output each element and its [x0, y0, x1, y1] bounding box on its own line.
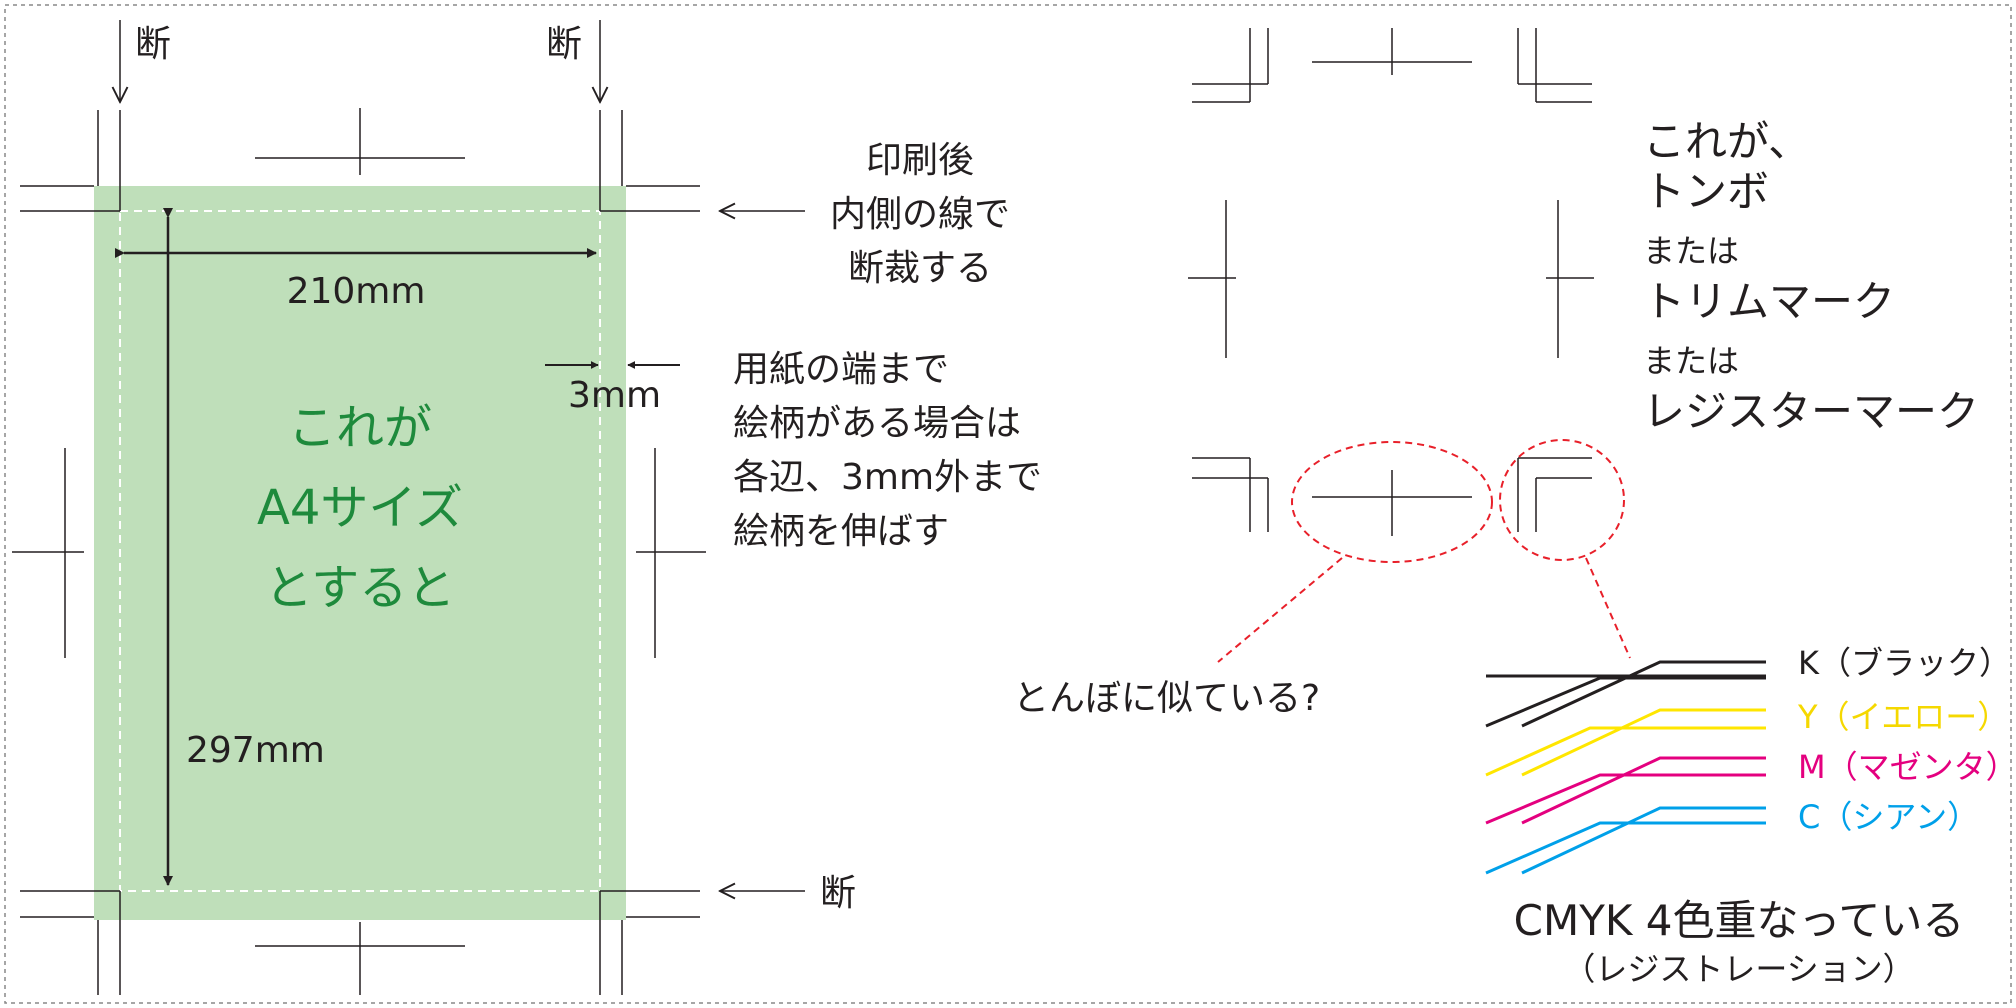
bleed-area	[94, 186, 626, 920]
tombo-name-line-5: または	[1643, 342, 1739, 380]
cut-marker-top-left: 断	[135, 24, 171, 65]
note-trim-line-3: 断裁する	[848, 248, 992, 289]
note-bleed-line-2: 絵柄がある場合は	[733, 403, 1021, 444]
width-dimension: 210mm	[115, 248, 597, 312]
note-trim-line-2: 内側の線で	[830, 194, 1010, 235]
tombo-name-line-2: トンボ	[1643, 167, 1769, 216]
plate-label-k: K（ブラック）	[1798, 644, 2011, 682]
tombo-name-line-4: トリムマーク	[1643, 277, 1895, 326]
note-bleed: 用紙の端まで 絵柄がある場合は 各辺、3mm外まで 絵柄を伸ばす	[733, 349, 1042, 552]
plate-label-y: Y（イエロー）	[1797, 698, 2009, 736]
cut-marker-top-right: 断	[546, 24, 582, 65]
plate-c	[1485, 806, 1766, 875]
note-trim-line-1: 印刷後	[866, 140, 974, 181]
trim-marks-left	[12, 108, 706, 995]
dragonfly-question: とんぼに似ている?	[1013, 678, 1320, 719]
width-label: 210mm	[287, 271, 426, 312]
callouts	[1217, 439, 1631, 663]
center-text-line-1: これが	[288, 400, 432, 456]
cmyk-plate-lines	[1486, 678, 1766, 728]
height-label: 297mm	[186, 730, 325, 771]
cmyk-plates	[1486, 674, 1766, 678]
plate-y	[1485, 708, 1766, 777]
tombo-name-line-1: これが、	[1643, 117, 1810, 166]
outer-frame	[4, 4, 2012, 1004]
center-text-line-3: とすると	[265, 560, 456, 616]
note-bleed-line-1: 用紙の端まで	[733, 349, 949, 390]
height-dimension: 297mm	[163, 208, 325, 886]
a4-sheet-illustration: 断 断 断 210mm 297mm 3mm これが A4サイズ とすると	[12, 20, 856, 995]
center-text-line-2: A4サイズ	[257, 480, 463, 536]
note-bleed-line-3: 各辺、3mm外まで	[733, 457, 1042, 498]
plate-k	[1485, 660, 1766, 728]
note-bleed-line-4: 絵柄を伸ばす	[733, 511, 949, 552]
cmyk-caption: CMYK 4色重なっている	[1514, 896, 1965, 945]
bleed-label: 3mm	[568, 375, 661, 416]
tombo-name-block: これが、 トンボ または トリムマーク または レジスターマーク	[1643, 117, 1979, 436]
tombo-name-line-3: または	[1643, 232, 1739, 270]
registration-caption: （レジストレーション）	[1563, 950, 1914, 988]
tombo-name-line-6: レジスターマーク	[1643, 387, 1979, 436]
trim-mark-set	[1188, 28, 1594, 536]
cut-marker-bottom: 断	[820, 873, 856, 914]
plate-label-c: C（シアン）	[1798, 798, 1979, 836]
trim-guide	[119, 210, 601, 892]
plate-m	[1485, 756, 1766, 825]
plate-label-m: M（マゼンタ）	[1798, 748, 2016, 786]
note-trim: 印刷後 内側の線で 断裁する	[830, 140, 1010, 289]
bleed-dimension: 3mm	[545, 361, 680, 416]
